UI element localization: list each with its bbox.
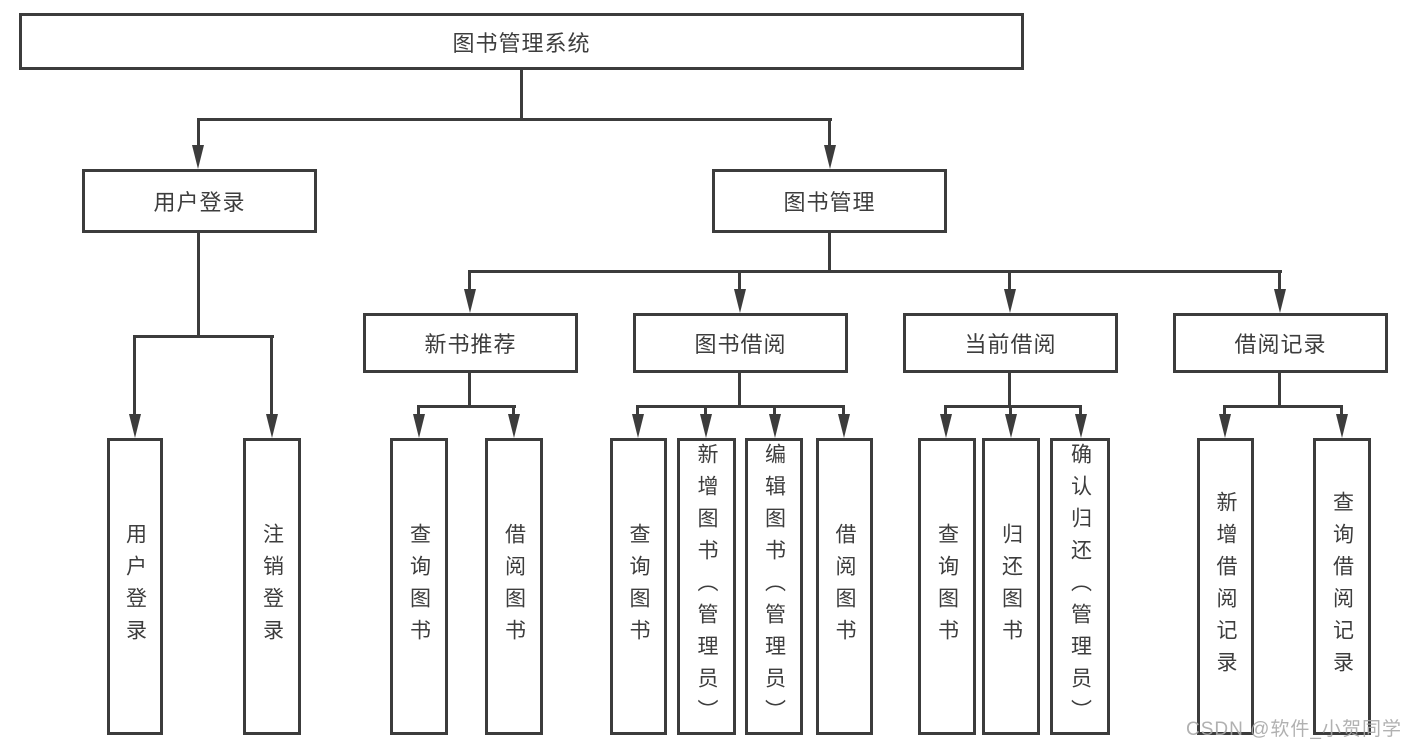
node-new-books: 新书推荐: [363, 313, 578, 373]
leaf-records-add-label: 新增借阅记录: [1214, 490, 1237, 683]
arrowhead-borrowing: [734, 289, 746, 313]
leaf-records-query-label: 查询借阅记录: [1330, 490, 1354, 683]
node-current-borrow: 当前借阅: [903, 313, 1118, 373]
arrowhead-user-login: [192, 145, 204, 169]
connector-drop-nb1: [417, 405, 420, 419]
connector-borrowing-stem: [738, 373, 741, 407]
connector-drop-cu2: [1009, 405, 1012, 419]
leaf-current-return-label: 归还图书: [999, 522, 1023, 651]
connector-new-books-stem: [468, 373, 471, 407]
node-borrow-records: 借阅记录: [1173, 313, 1388, 373]
root-node-label: 图书管理系统: [452, 30, 591, 56]
arrowhead-leaf-login: [129, 414, 141, 438]
arrowhead-leaf-logout: [266, 414, 278, 438]
connector-drop-br4: [842, 405, 845, 419]
node-borrowing-label: 图书借阅: [694, 332, 787, 357]
connector-level2: [197, 118, 832, 121]
leaf-new-books-query-label: 查询图书: [407, 522, 431, 651]
arrowhead-br3: [769, 414, 781, 438]
connector-drop-re2: [1340, 405, 1343, 419]
connector-user-login-stem: [197, 233, 200, 337]
leaf-current-query-label: 查询图书: [935, 522, 959, 651]
connector-drop-records: [1278, 270, 1281, 290]
connector-drop-leaf-logout: [270, 335, 273, 417]
connector-borrowing-children: [637, 405, 845, 408]
csdn-watermark: CSDN @软件_小贺同学: [1186, 719, 1402, 740]
arrowhead-nb2: [508, 414, 520, 438]
node-current-borrow-label: 当前借阅: [964, 332, 1057, 357]
connector-drop-new-books: [468, 270, 471, 290]
leaf-borrowing-add-admin-label: 新增图书（管理员）: [695, 442, 718, 731]
leaf-borrowing-edit-admin: 编辑图书（管理员）: [745, 438, 803, 735]
leaf-borrowing-add-admin: 新增图书（管理员）: [677, 438, 736, 735]
leaf-logout-label: 注销登录: [260, 522, 284, 651]
leaf-borrowing-query: 查询图书: [610, 438, 667, 735]
connector-records-stem: [1278, 373, 1281, 407]
arrowhead-br1: [632, 414, 644, 438]
connector-drop-book-mgmt: [828, 118, 831, 148]
leaf-new-books-borrow: 借阅图书: [485, 438, 543, 735]
node-new-books-label: 新书推荐: [424, 332, 517, 357]
arrowhead-re1: [1219, 414, 1231, 438]
node-user-login: 用户登录: [82, 169, 317, 233]
leaf-new-books-query: 查询图书: [390, 438, 448, 735]
leaf-borrowing-borrow: 借阅图书: [816, 438, 873, 735]
leaf-user-login: 用户登录: [107, 438, 163, 735]
arrowhead-cu3: [1075, 414, 1087, 438]
leaf-current-confirm-admin: 确认归还（管理员）: [1050, 438, 1110, 735]
arrowhead-cu2: [1005, 414, 1017, 438]
leaf-logout: 注销登录: [243, 438, 301, 735]
connector-book-mgmt-stem: [828, 233, 831, 272]
node-book-management: 图书管理: [712, 169, 947, 233]
connector-user-login-children: [134, 335, 274, 338]
arrowhead-current: [1004, 289, 1016, 313]
leaf-new-books-borrow-label: 借阅图书: [502, 522, 526, 651]
connector-drop-user-login: [197, 118, 200, 148]
leaf-records-add: 新增借阅记录: [1197, 438, 1254, 735]
leaf-borrowing-query-label: 查询图书: [627, 522, 650, 651]
arrowhead-cu1: [940, 414, 952, 438]
connector-new-books-children: [418, 405, 516, 408]
connector-drop-leaf-login: [133, 335, 136, 417]
leaf-current-return: 归还图书: [982, 438, 1040, 735]
connector-drop-nb2: [512, 405, 515, 419]
connector-drop-br2: [704, 405, 707, 419]
connector-level3: [469, 270, 1282, 273]
connector-drop-current: [1008, 270, 1011, 290]
connector-current-children: [945, 405, 1082, 408]
leaf-user-login-label: 用户登录: [123, 522, 147, 651]
connector-records-children: [1224, 405, 1343, 408]
connector-drop-cu3: [1079, 405, 1082, 419]
connector-drop-br3: [773, 405, 776, 419]
connector-root-stem: [520, 70, 523, 121]
connector-drop-br1: [636, 405, 639, 419]
arrowhead-re2: [1336, 414, 1348, 438]
root-node: 图书管理系统: [19, 13, 1024, 70]
connector-drop-borrowing: [738, 270, 741, 290]
node-borrow-records-label: 借阅记录: [1234, 332, 1327, 357]
arrowhead-new-books: [464, 289, 476, 313]
leaf-records-query: 查询借阅记录: [1313, 438, 1371, 735]
connector-drop-cu1: [944, 405, 947, 419]
node-borrowing: 图书借阅: [633, 313, 848, 373]
arrowhead-records: [1274, 289, 1286, 313]
node-book-management-label: 图书管理: [783, 190, 876, 215]
arrowhead-book-mgmt: [824, 145, 836, 169]
leaf-borrowing-edit-admin-label: 编辑图书（管理员）: [762, 442, 786, 731]
leaf-borrowing-borrow-label: 借阅图书: [833, 522, 856, 651]
arrowhead-nb1: [413, 414, 425, 438]
node-user-login-label: 用户登录: [153, 190, 246, 215]
leaf-current-query: 查询图书: [918, 438, 976, 735]
arrowhead-br4: [838, 414, 850, 438]
connector-drop-re1: [1223, 405, 1226, 419]
leaf-current-confirm-admin-label: 确认归还（管理员）: [1068, 442, 1092, 731]
connector-current-stem: [1008, 373, 1011, 407]
arrowhead-br2: [700, 414, 712, 438]
